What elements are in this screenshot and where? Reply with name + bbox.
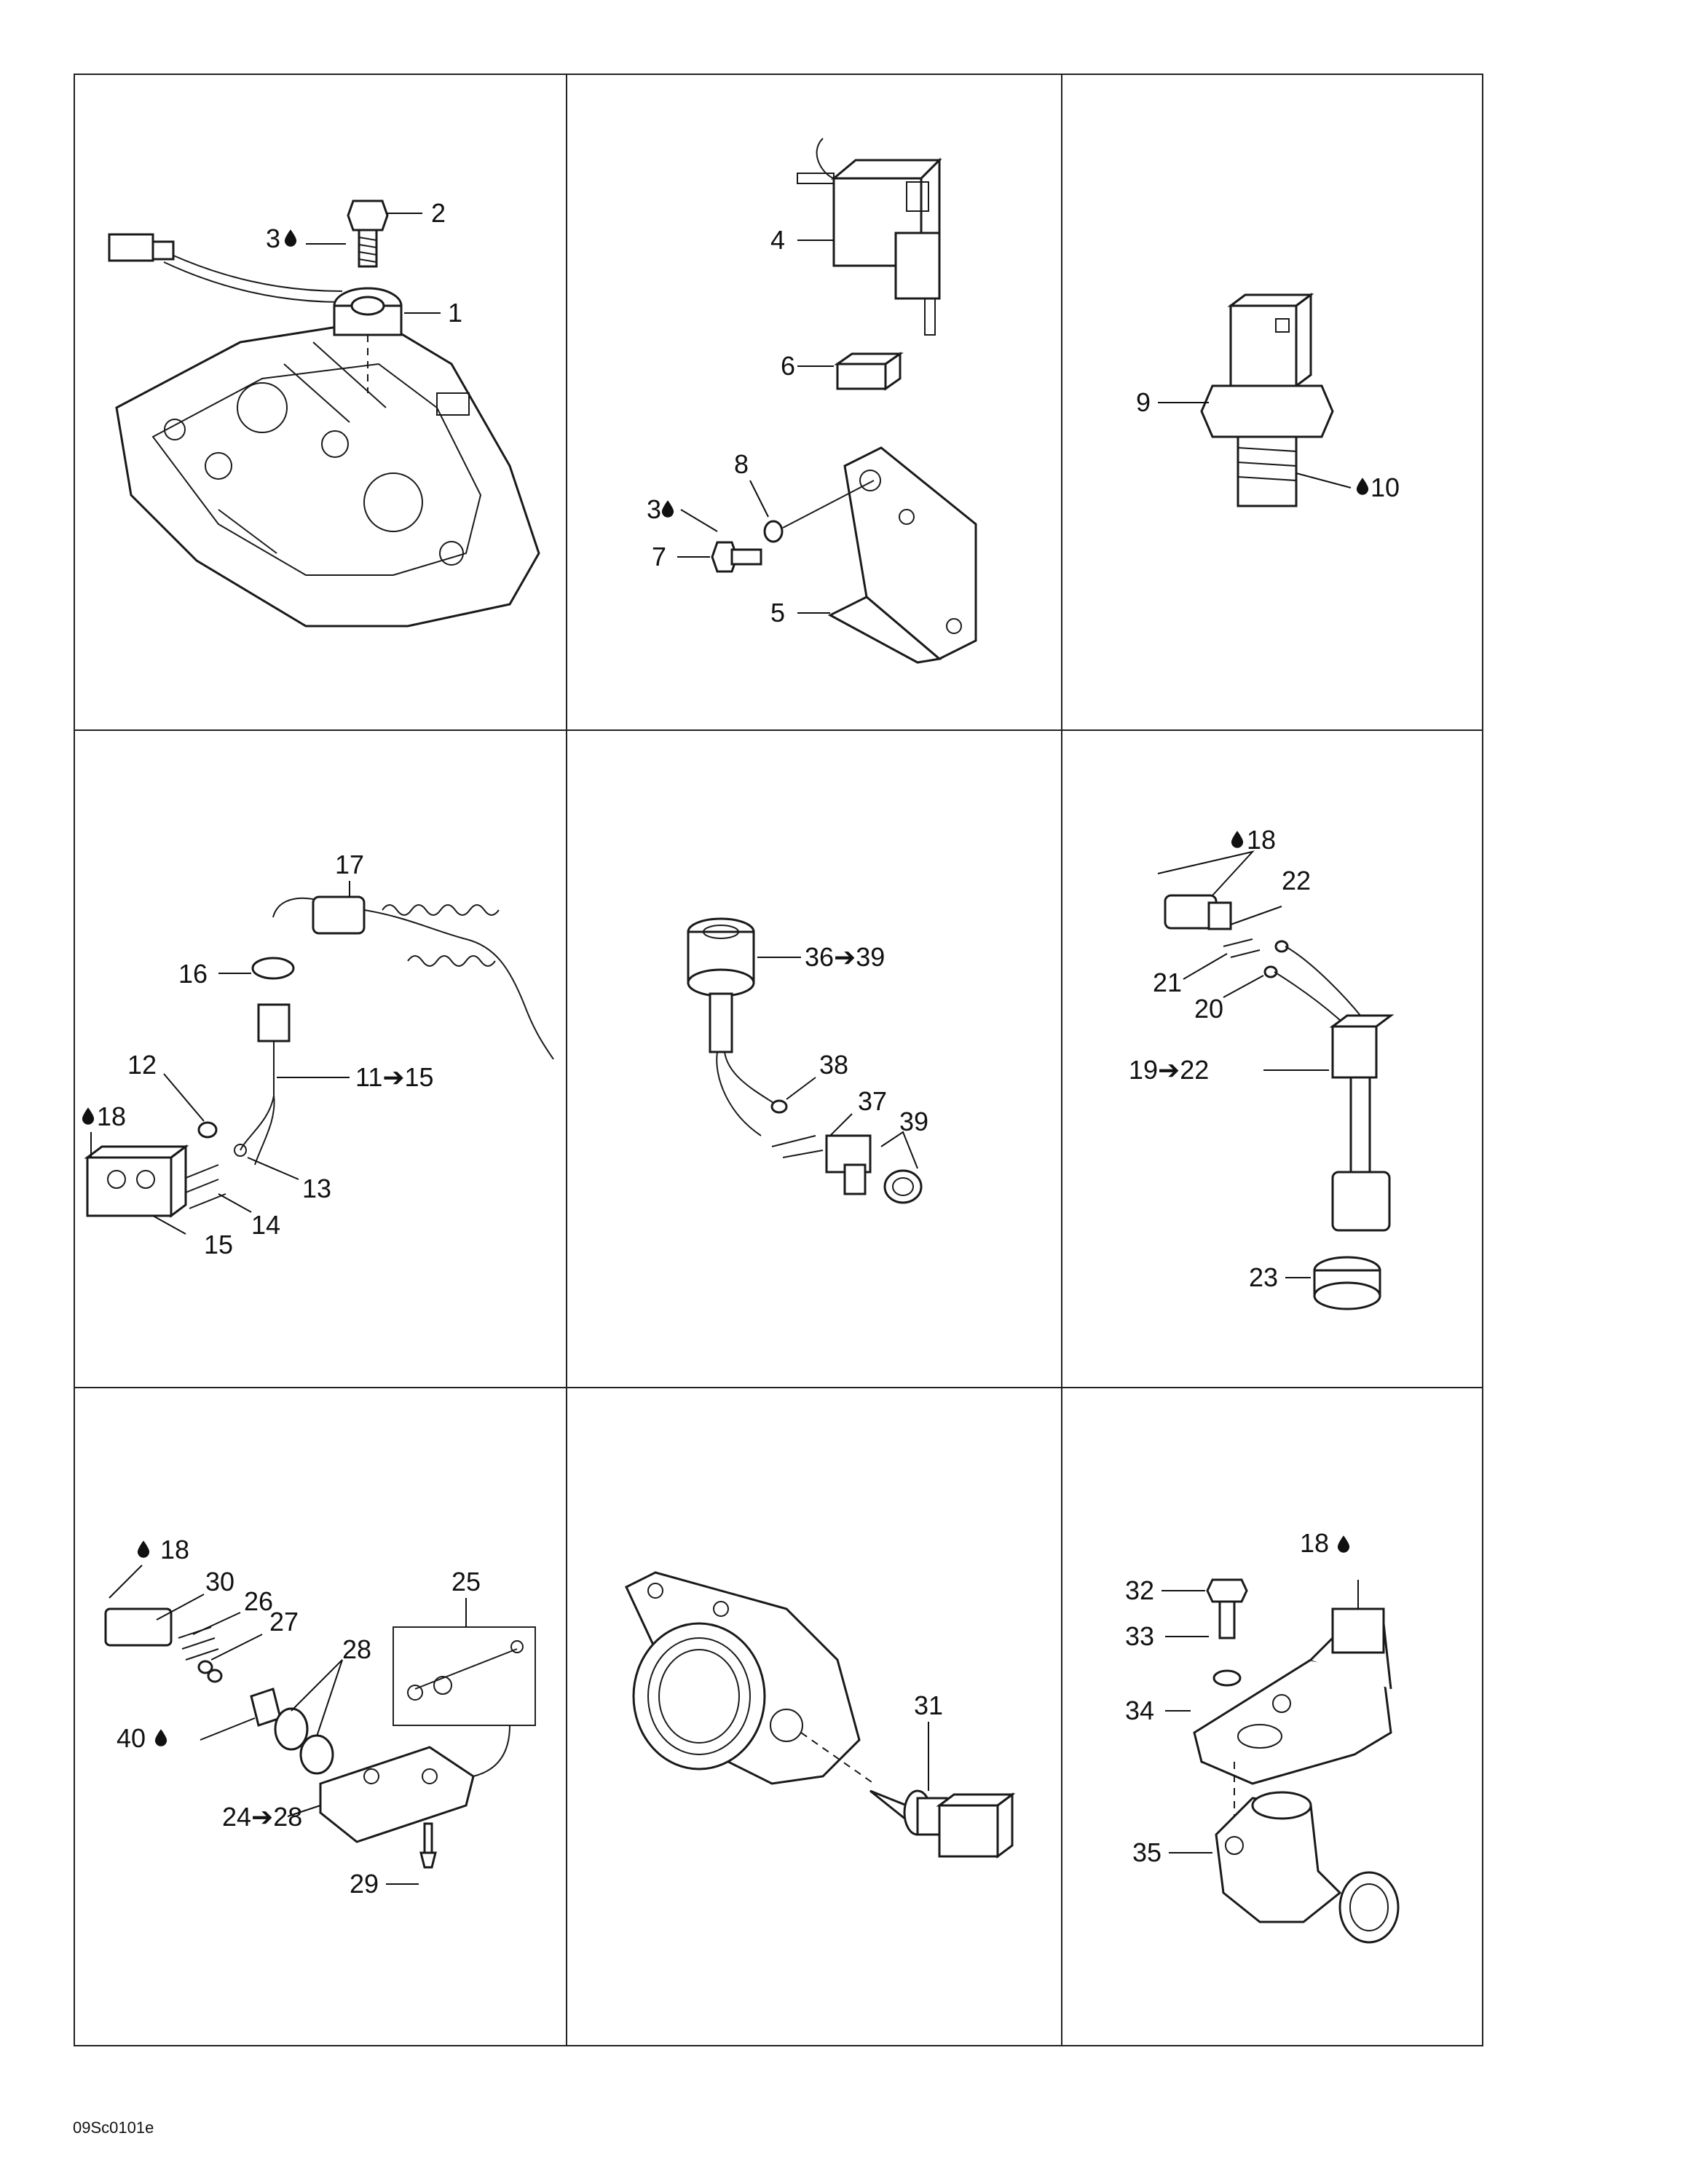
callout-29: 29 [350,1869,379,1899]
panel-5: 36➔39 38 37 39 [687,917,928,1204]
callout-10: 10 [1370,472,1400,502]
callout-19-22: 19➔22 [1129,1055,1209,1085]
callout-3: 3 [266,223,280,253]
callout-28: 28 [342,1634,371,1664]
callout-31: 31 [914,1690,943,1720]
callout-4: 4 [770,225,785,255]
panel-2: 4 6 8 3 7 5 [647,138,977,664]
callout-18: 18 [1300,1528,1329,1558]
callout-15: 15 [204,1230,233,1259]
callout-33: 33 [1125,1621,1154,1651]
throttle-body-illustration [625,1571,875,1785]
drop-icon [1337,1535,1350,1553]
panel-6: 18 22 21 20 19➔22 23 [1129,825,1395,1310]
callout-21: 21 [1153,968,1182,997]
callout-7: 7 [652,542,666,571]
temperature-sensor-illustration [1200,293,1334,507]
callout-32: 32 [1125,1575,1154,1605]
pressure-sensor-illustration [687,917,923,1204]
bolt-illustration [347,199,389,268]
screw-washer-illustration [711,520,784,573]
callout-35: 35 [1132,1837,1162,1867]
callout-16: 16 [178,959,208,989]
callout-39: 39 [899,1107,928,1136]
callout-18: 18 [160,1535,189,1564]
callout-34: 34 [1125,1696,1154,1725]
drop-icon [284,229,297,247]
drop-icon [1356,478,1369,495]
callout-5: 5 [770,598,785,628]
callout-17: 17 [335,850,364,879]
callout-26: 26 [244,1586,273,1616]
solenoid-valve-illustration [797,138,942,336]
cylinder-head-illustration [115,319,540,628]
callout-13: 13 [302,1174,331,1203]
temp-sensor-illustration [869,1789,1016,1859]
callout-25: 25 [451,1567,481,1597]
drop-icon [661,500,674,518]
detail-inset-box [393,1626,536,1726]
callout-18: 18 [1247,825,1276,855]
callout-3: 3 [647,494,661,524]
drop-icon [82,1107,95,1125]
callout-1: 1 [448,298,462,328]
callout-2: 2 [431,198,446,228]
clip-illustration [834,352,904,391]
callout-40: 40 [117,1723,146,1753]
drop-icon [137,1540,150,1558]
document-code: 09Sc0101e [73,2118,154,2137]
callout-23: 23 [1249,1262,1278,1292]
drop-icon [154,1729,167,1746]
callout-38: 38 [819,1050,848,1080]
panel-7: 18 30 26 27 28 25 40 24➔28 29 [104,1535,536,1899]
callout-24-28: 24➔28 [222,1802,302,1832]
callout-14: 14 [251,1210,280,1240]
speed-sensor-illustration [104,1607,524,1869]
knock-sensor-illustration [108,233,403,393]
callout-27: 27 [269,1607,299,1637]
drop-icon [1231,831,1244,848]
cable-sensor-illustration [84,895,554,1218]
callout-20: 20 [1194,994,1223,1024]
level-sensor-illustration [1164,894,1395,1310]
sensor-mount-illustration [1193,1578,1400,1944]
panel-9: 32 18 33 34 35 [1125,1528,1400,1944]
callout-30: 30 [205,1567,234,1597]
callout-11-15: 11➔15 [355,1062,434,1092]
callout-37: 37 [858,1086,887,1116]
panel-8: 31 [625,1571,1016,1859]
callout-6: 6 [781,351,795,381]
callout-12: 12 [127,1050,157,1080]
callout-18: 18 [97,1101,126,1131]
panel-3: 9 10 [1136,293,1400,507]
panel-1: 1 2 3 [108,198,540,628]
callout-22: 22 [1282,866,1311,895]
panel-grid [74,74,1483,2046]
callout-8: 8 [734,449,749,479]
panel-4: 17 16 12 11➔15 18 13 14 15 [82,850,554,1259]
bracket-illustration [782,446,977,664]
callout-9: 9 [1136,387,1151,417]
callout-36-39: 36➔39 [805,942,885,972]
